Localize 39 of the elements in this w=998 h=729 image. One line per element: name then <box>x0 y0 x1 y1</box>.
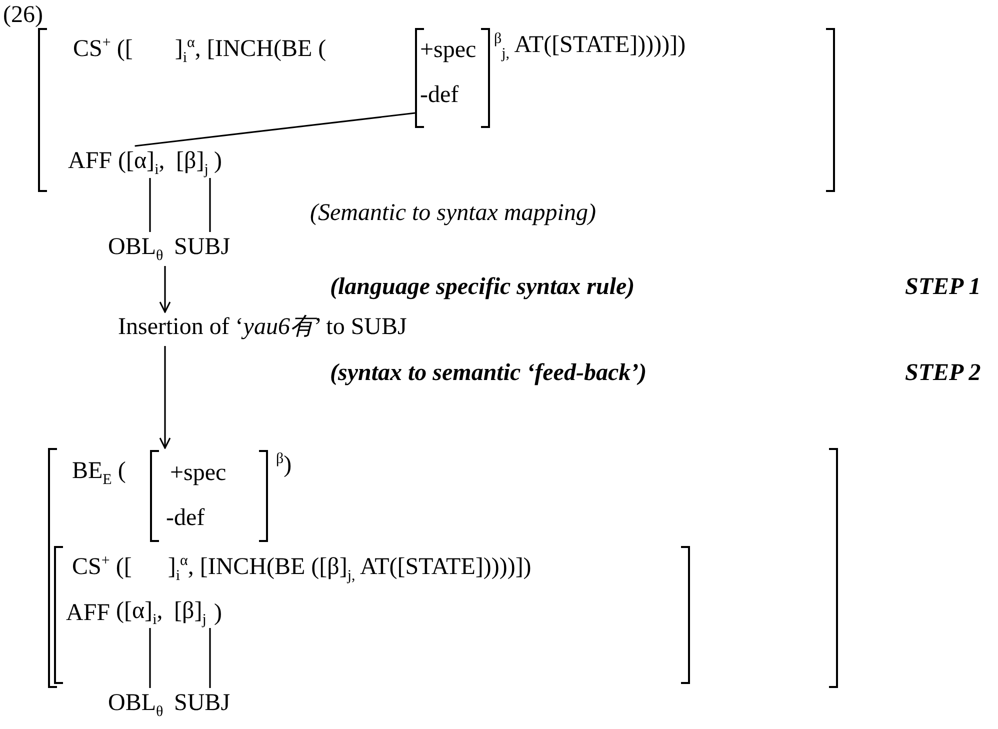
feature-text: -def <box>420 81 459 110</box>
formula-text: ) <box>214 147 222 176</box>
feature-text: -def <box>166 504 205 533</box>
function-label: OBL$_{θ}$ <box>108 232 172 266</box>
connector-line <box>134 112 416 147</box>
step-label: STEP 1 <box>905 273 981 302</box>
formula-text: CS$^{+}$ ([ ]$_{i}$$^{α}$, [INCH(BE ( <box>73 34 326 64</box>
formula-text: CS$^{+}$ ([ ]$_{i}$$^{α}$, [INCH(BE ([β]$_{j,}$ AT([STATE]))))]) <box>72 552 532 582</box>
bracket-matrix <box>48 448 838 688</box>
formula-term: [β]$_{j}$ <box>176 146 216 178</box>
formula-term: ([α]$_{i}$, <box>116 596 172 628</box>
formula-text: AFF <box>68 147 112 176</box>
feature-matrix <box>415 28 490 128</box>
annotation-text: (language specific syntax rule) <box>330 273 635 302</box>
bracket-matrix <box>38 28 835 192</box>
formula-term: [β]$_{j}$ <box>174 596 214 628</box>
example-number: (26) <box>3 1 43 30</box>
formula-term: ([α]$_{i}$, <box>118 146 174 178</box>
function-label: SUBJ <box>174 232 236 266</box>
formula-text: BE$_{E}$ ( <box>72 457 126 486</box>
connector-line <box>209 178 211 232</box>
formula-text: ) <box>214 599 222 628</box>
formula-text: $^{β}$) <box>276 450 292 480</box>
annotation-text: (syntax to semantic ‘feed-back’) <box>330 359 647 388</box>
bracket-matrix <box>54 546 690 684</box>
rule-text: Insertion of ‘yau6有’ to SUBJ <box>118 312 448 346</box>
annotation-text: (Semantic to syntax mapping) <box>310 199 596 228</box>
arrow <box>159 346 171 449</box>
function-label: OBL$_{θ}$ <box>108 688 172 722</box>
feature-text: +spec <box>420 36 476 65</box>
step-label: STEP 2 <box>905 359 981 388</box>
connector-line <box>149 628 151 688</box>
connector-line <box>209 628 211 688</box>
connector-line <box>149 178 151 232</box>
formula-text: AFF <box>66 599 110 628</box>
arrow <box>159 266 171 313</box>
function-label: SUBJ <box>174 688 236 722</box>
feature-text: +spec <box>170 459 226 488</box>
feature-matrix <box>150 450 268 542</box>
